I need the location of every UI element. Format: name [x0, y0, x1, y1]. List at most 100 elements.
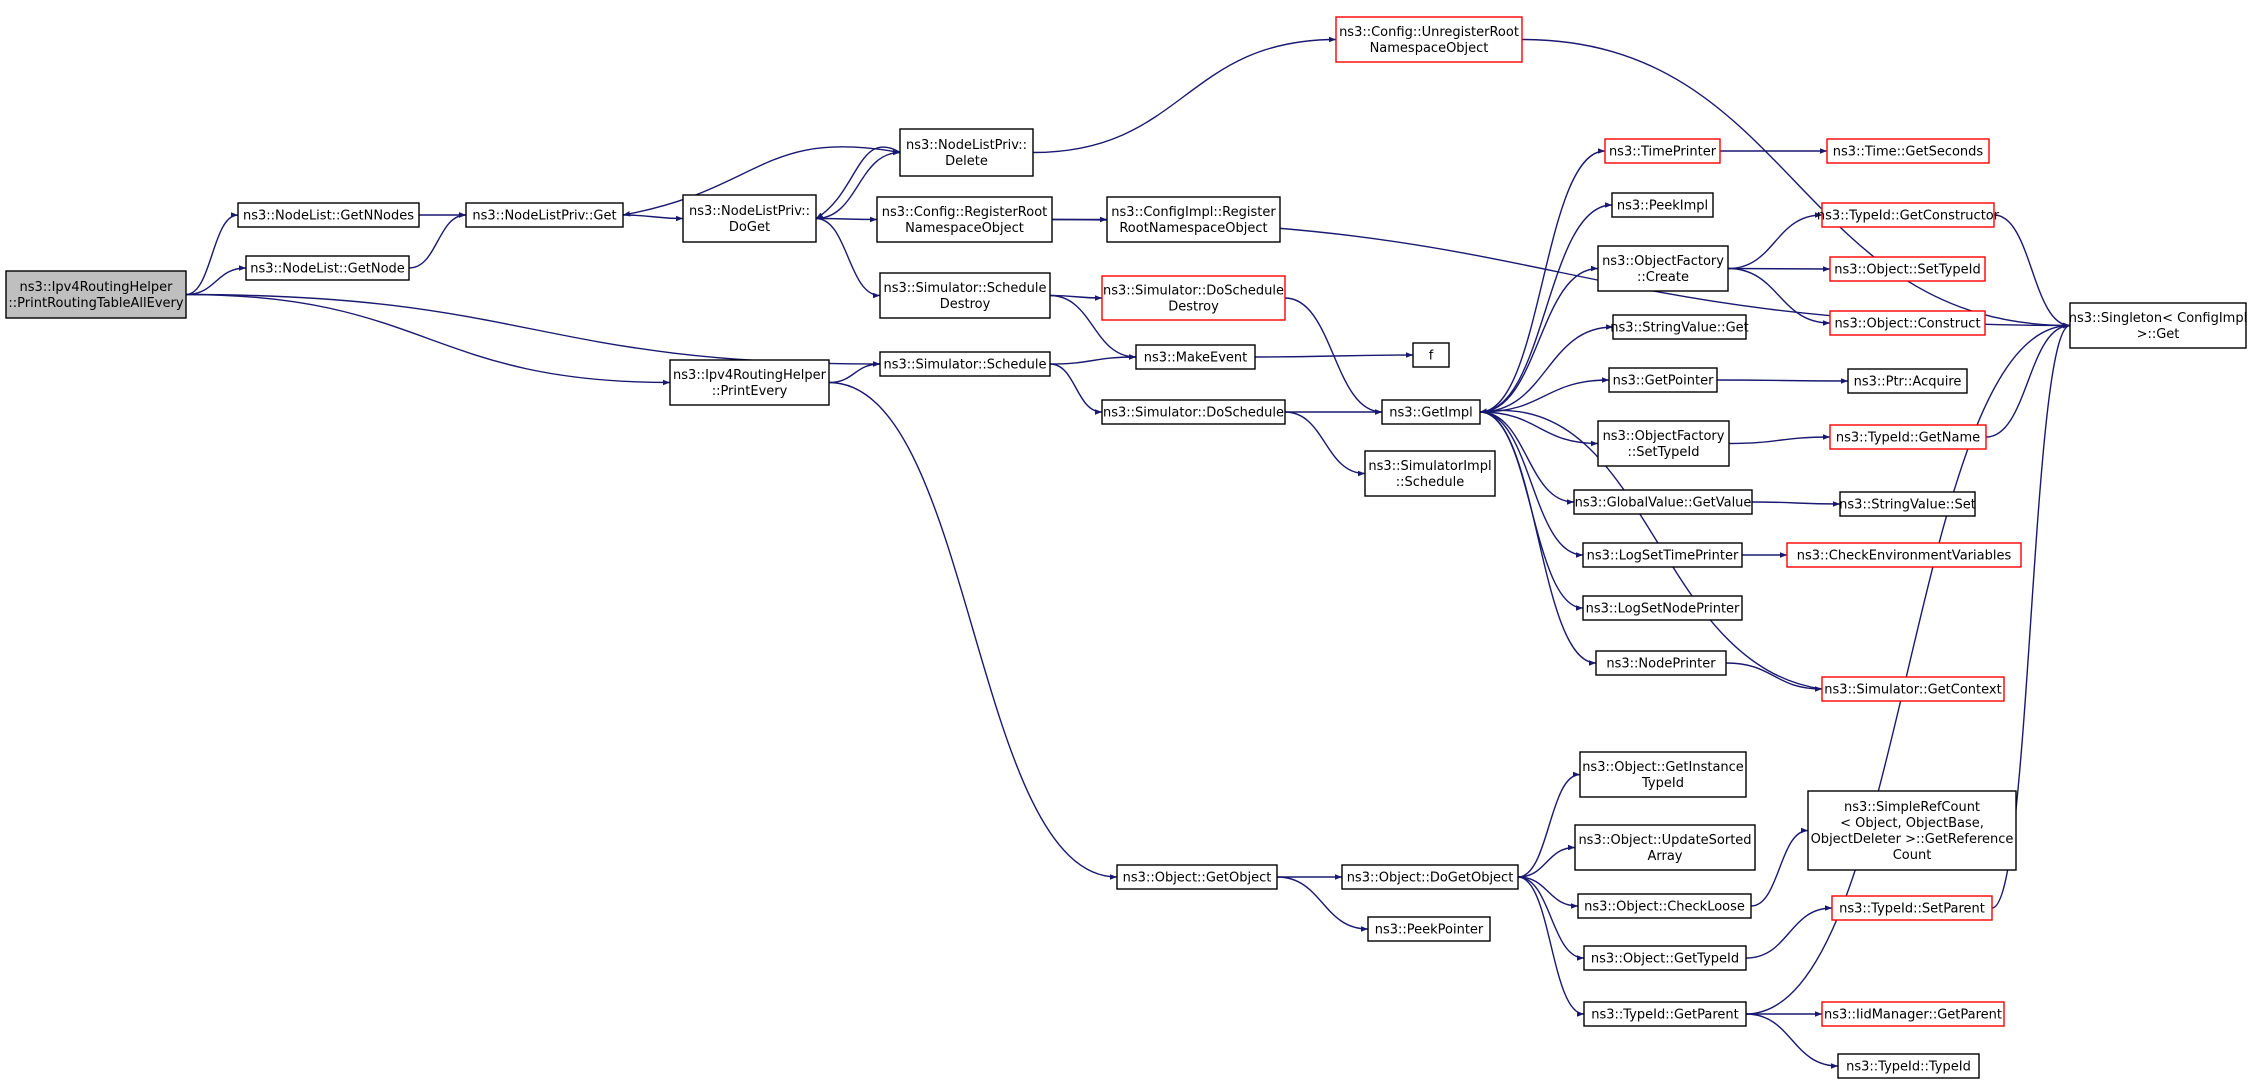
- node-nlpget[interactable]: ns3::NodeListPriv::Get: [465, 202, 624, 228]
- edge-gvgetvalue-to-svset: [1751, 501, 1841, 507]
- node-f[interactable]: f: [1412, 342, 1450, 368]
- node-simplerefcount[interactable]: ns3::SimpleRefCount< Object, ObjectBase,…: [1807, 790, 2017, 871]
- node-getnnodes[interactable]: ns3::NodeList::GetNNodes: [237, 202, 420, 228]
- edge-getimpl-to-getpointer: [1479, 377, 1610, 413]
- node-label-line: ns3::Time::GetSeconds: [1833, 145, 1984, 160]
- node-box: [1381, 399, 1481, 425]
- node-ofcreate[interactable]: ns3::ObjectFactory::Create: [1597, 245, 1729, 292]
- node-dogetobject[interactable]: ns3::Object::DoGetObject: [1341, 864, 1519, 890]
- node-label-line: NamespaceObject: [1370, 41, 1489, 56]
- node-getnode[interactable]: ns3::NodeList::GetNode: [245, 255, 410, 281]
- node-getseconds[interactable]: ns3::Time::GetSeconds: [1826, 138, 1990, 164]
- node-getimpl[interactable]: ns3::GetImpl: [1381, 399, 1481, 425]
- node-box: [682, 194, 817, 243]
- node-label-line: ns3::Config::RegisterRoot: [882, 205, 1048, 220]
- node-setparent[interactable]: ns3::TypeId::SetParent: [1831, 895, 1993, 921]
- node-label-line: RootNamespaceObject: [1119, 221, 1267, 236]
- node-logsetnode[interactable]: ns3::LogSetNodePrinter: [1582, 595, 1743, 621]
- node-box: [1135, 344, 1256, 370]
- node-label-line: ns3::PeekPointer: [1375, 923, 1484, 938]
- node-schedule[interactable]: ns3::Simulator::Schedule: [879, 351, 1051, 377]
- edge-arrow: [1993, 214, 2071, 329]
- node-settypeid[interactable]: ns3::Object::SetTypeId: [1829, 256, 1986, 282]
- node-cfgimpl[interactable]: ns3::ConfigImpl::RegisterRootNamespaceOb…: [1106, 196, 1281, 243]
- edge-arrow: [1479, 411, 1584, 558]
- node-iidgetparent[interactable]: ns3::IidManager::GetParent: [1821, 1001, 2005, 1027]
- node-svget[interactable]: ns3::StringValue::Get: [1610, 314, 1749, 340]
- node-box: [1847, 368, 1968, 394]
- edge-schedule-to-doschedule: [1049, 363, 1103, 415]
- edge-getimpl-to-gvgetvalue: [1479, 411, 1575, 505]
- node-getparent[interactable]: ns3::TypeId::GetParent: [1583, 1001, 1747, 1027]
- node-timeprinter[interactable]: ns3::TimePrinter: [1604, 138, 1721, 164]
- node-getconstructor[interactable]: ns3::TypeId::GetConstructor: [1817, 202, 2000, 228]
- node-label-line: ::SetTypeId: [1627, 445, 1699, 460]
- edge-arrow: [1751, 501, 1841, 507]
- node-label-line: ns3::Object::GetObject: [1123, 871, 1272, 886]
- node-singleton[interactable]: ns3::Singleton< ConfigImpl >::Get: [2069, 302, 2247, 349]
- node-box: [1611, 192, 1714, 218]
- node-label-line: ns3::TypeId::GetParent: [1591, 1008, 1739, 1023]
- node-box: [1597, 420, 1730, 467]
- edge-arrow: [1479, 202, 1613, 413]
- node-doschedule[interactable]: ns3::Simulator::DoSchedule: [1101, 399, 1286, 425]
- edge-dogetobject-to-getparent: [1517, 876, 1585, 1017]
- edge-makeevent-to-f: [1254, 352, 1414, 358]
- edge-arrow: [1991, 322, 2071, 909]
- node-label-line: ns3::Simulator::Schedule: [883, 358, 1046, 373]
- node-label-line: ns3::LogSetNodePrinter: [1586, 602, 1740, 617]
- edge-arrow: [185, 212, 239, 296]
- node-peekimpl[interactable]: ns3::PeekImpl: [1611, 192, 1714, 218]
- node-box: [1807, 790, 2017, 871]
- node-peekpointer[interactable]: ns3::PeekPointer: [1367, 916, 1491, 942]
- node-ptracquire[interactable]: ns3::Ptr::Acquire: [1847, 368, 1968, 394]
- node-box: [1579, 751, 1747, 798]
- edge-arrow: [1517, 876, 1585, 1017]
- edge-arrow: [815, 146, 901, 220]
- edge-arrow: [1284, 411, 1366, 477]
- node-box: [5, 270, 187, 319]
- node-nlpdoget[interactable]: ns3::NodeListPriv::DoGet: [682, 194, 817, 243]
- node-checkenv[interactable]: ns3::CheckEnvironmentVariables: [1786, 542, 2022, 568]
- node-svset[interactable]: ns3::StringValue::Set: [1839, 491, 1976, 517]
- node-getname[interactable]: ns3::TypeId::GetName: [1829, 424, 1987, 450]
- node-objgettypeid[interactable]: ns3::Object::GetTypeId: [1583, 945, 1747, 971]
- node-simimplsched[interactable]: ns3::SimulatorImpl::Schedule: [1364, 450, 1496, 497]
- edge-arrow: [1716, 378, 1849, 384]
- node-root[interactable]: ns3::Ipv4RoutingHelper::PrintRoutingTabl…: [5, 270, 187, 319]
- edge-unregister-to-singleton: [1521, 38, 2071, 329]
- edge-getimpl-to-timeprinter: [1479, 148, 1606, 413]
- node-label-line: ::Create: [1637, 270, 1689, 285]
- node-gvgetvalue[interactable]: ns3::GlobalValue::GetValue: [1573, 489, 1753, 515]
- node-checkloose[interactable]: ns3::Object::CheckLoose: [1577, 893, 1752, 919]
- node-nodeprinter[interactable]: ns3::NodePrinter: [1595, 650, 1727, 676]
- edge-arrow: [1284, 297, 1383, 415]
- node-construct[interactable]: ns3::Object::Construct: [1829, 310, 1986, 336]
- node-getobject[interactable]: ns3::Object::GetObject: [1116, 864, 1278, 890]
- node-label-line: ns3::Ipv4RoutingHelper: [20, 280, 174, 295]
- node-label-line: ns3::NodePrinter: [1606, 657, 1716, 672]
- node-label-line: ns3::NodeListPriv::Get: [472, 209, 616, 224]
- node-nlpdelete[interactable]: ns3::NodeListPriv::Delete: [899, 128, 1034, 177]
- node-typeid[interactable]: ns3::TypeId::TypeId: [1837, 1053, 1980, 1079]
- node-label-line: ns3::Singleton< ConfigImpl: [2069, 311, 2247, 326]
- node-makeevent[interactable]: ns3::MakeEvent: [1135, 344, 1256, 370]
- edge-root-to-getnode: [185, 265, 247, 296]
- node-getcontext[interactable]: ns3::Simulator::GetContext: [1821, 676, 2005, 702]
- edge-getnode-to-nlpget: [408, 212, 467, 269]
- node-unregister[interactable]: ns3::Config::UnregisterRootNamespaceObje…: [1335, 16, 1523, 63]
- node-logsettime[interactable]: ns3::LogSetTimePrinter: [1582, 542, 1743, 568]
- node-label-line: ns3::ObjectFactory: [1603, 429, 1725, 444]
- node-box: [237, 202, 420, 228]
- node-getpointer[interactable]: ns3::GetPointer: [1608, 367, 1718, 393]
- node-label-line: ns3::ObjectFactory: [1602, 254, 1724, 269]
- edge-arrow: [1479, 411, 1597, 666]
- node-ofsettypeid[interactable]: ns3::ObjectFactory::SetTypeId: [1597, 420, 1730, 467]
- node-printevery[interactable]: ns3::Ipv4RoutingHelper::PrintEvery: [669, 359, 830, 406]
- node-label-line: ns3::IidManager::GetParent: [1824, 1008, 2002, 1023]
